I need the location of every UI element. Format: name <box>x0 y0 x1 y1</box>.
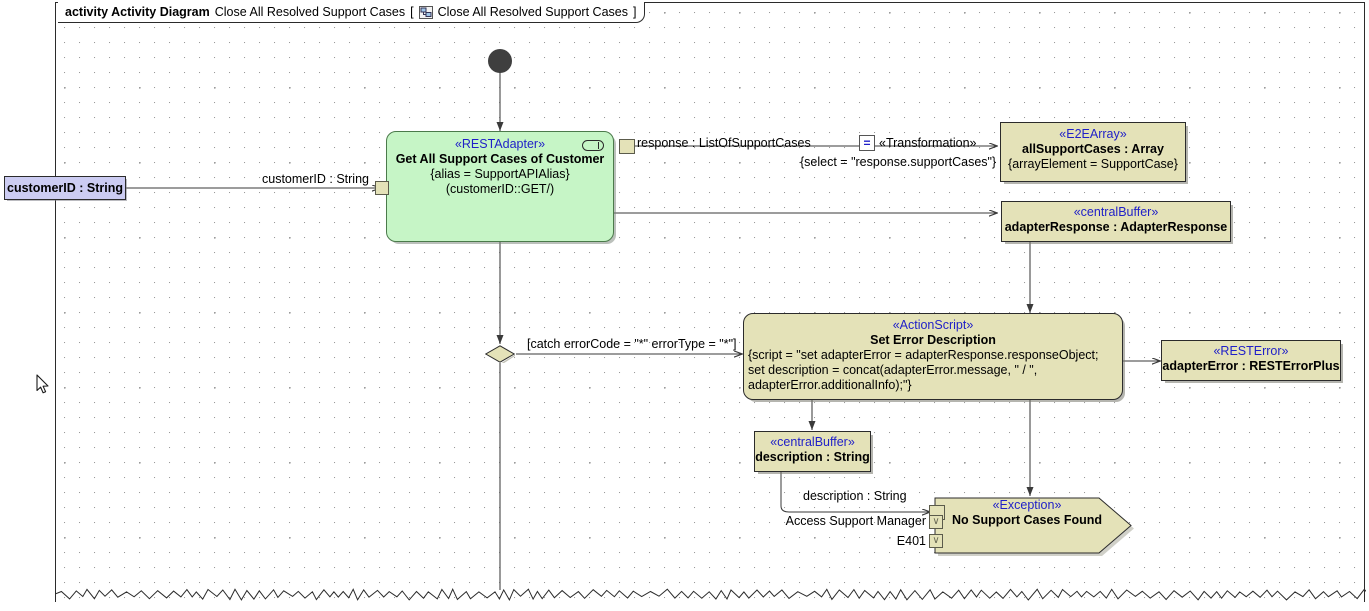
central-buffer-description-name: description : String <box>755 450 870 465</box>
frame-bracket-open: [ <box>410 5 413 19</box>
activity-parameter-customerid[interactable]: customerID : String <box>4 176 126 200</box>
frame-bracket-close: ] <box>633 5 636 19</box>
pin-label-e401: E401 <box>783 534 926 548</box>
pin-label-access-support-manager: Access Support Manager <box>783 514 926 528</box>
exception-pin-access-support-manager[interactable]: ∨ <box>929 515 943 529</box>
activity-diagram-icon <box>419 6 433 19</box>
parameter-label: customerID : String <box>7 181 123 196</box>
action-get-all-support-cases[interactable]: «RESTAdapter» Get All Support Cases of C… <box>386 131 614 242</box>
edge-label-description: description : String <box>803 489 907 503</box>
central-buffer-description-stereotype: «centralBuffer» <box>755 435 870 450</box>
edge-label-transformation-select: {select = "response.supportCases"} <box>800 155 996 169</box>
rest-error-stereotype: «RESTError» <box>1162 344 1340 359</box>
torn-bottom-edge <box>55 586 1366 611</box>
central-buffer-adapter-response[interactable]: «centralBuffer» adapterResponse : Adapte… <box>1001 201 1231 242</box>
frame-bracket-name: Close All Resolved Support Cases <box>438 5 628 19</box>
central-buffer-response-name: adapterResponse : AdapterResponse <box>1002 220 1230 235</box>
mouse-cursor <box>36 374 50 400</box>
object-node-adapter-error[interactable]: «RESTError» adapterError : RESTErrorPlus <box>1161 340 1341 381</box>
action-set-error-description[interactable]: «ActionScript» Set Error Description {sc… <box>743 313 1123 400</box>
diagram-frame <box>55 2 1365 602</box>
e2e-array-property: {arrayElement = SupportCase} <box>1001 157 1185 172</box>
action-script-line-2: set description = concat(adapterError.me… <box>744 363 1122 378</box>
exception-name: No Support Cases Found <box>932 513 1122 528</box>
diagram-frame-header: activity Activity Diagram Close All Reso… <box>58 2 645 23</box>
edge-label-transformation: «Transformation» <box>879 136 977 150</box>
e2e-array-name: allSupportCases : Array <box>1001 142 1185 157</box>
central-buffer-response-stereotype: «centralBuffer» <box>1002 205 1230 220</box>
exception-text-block: «Exception» No Support Cases Found <box>932 498 1122 528</box>
edge-label-customerid: customerID : String <box>262 172 369 186</box>
decision-node[interactable] <box>485 345 515 363</box>
edge-label-catch-guard: [catch errorCode = "*" errorType = "*"] <box>527 337 737 351</box>
frame-name: Close All Resolved Support Cases <box>215 5 405 19</box>
exception-pin-e401[interactable]: ∨ <box>929 534 943 548</box>
exception-stereotype: «Exception» <box>932 498 1122 513</box>
action-script-line-1: {script = "set adapterError = adapterRes… <box>744 348 1122 363</box>
central-buffer-description[interactable]: «centralBuffer» description : String <box>754 431 871 472</box>
rest-error-name: adapterError : RESTErrorPlus <box>1162 359 1340 374</box>
rest-adapter-stereotype: «RESTAdapter» <box>387 137 613 152</box>
rest-adapter-property-alias: {alias = SupportAPIAlias} <box>387 167 613 182</box>
frame-keyword: activity Activity Diagram <box>65 5 210 19</box>
e2e-array-stereotype: «E2EArray» <box>1001 127 1185 142</box>
edge-label-response: response : ListOfSupportCases <box>637 136 811 150</box>
action-script-stereotype: «ActionScript» <box>744 318 1122 333</box>
transformation-equals-glyph: = <box>863 137 870 149</box>
action-script-name: Set Error Description <box>744 333 1122 348</box>
object-node-all-support-cases[interactable]: «E2EArray» allSupportCases : Array {arra… <box>1000 122 1186 182</box>
input-pin-customerid[interactable] <box>375 181 389 195</box>
initial-node[interactable] <box>488 49 512 73</box>
action-script-line-3: adapterError.additionalInfo);"} <box>744 378 1122 393</box>
transformation-icon: = <box>859 135 875 151</box>
rest-adapter-property-operation: (customerID::GET/) <box>387 182 613 197</box>
background-grid <box>56 3 1364 602</box>
adapter-pill-icon <box>582 140 604 151</box>
output-pin-response[interactable] <box>619 139 635 154</box>
rest-adapter-name: Get All Support Cases of Customer <box>387 152 613 167</box>
